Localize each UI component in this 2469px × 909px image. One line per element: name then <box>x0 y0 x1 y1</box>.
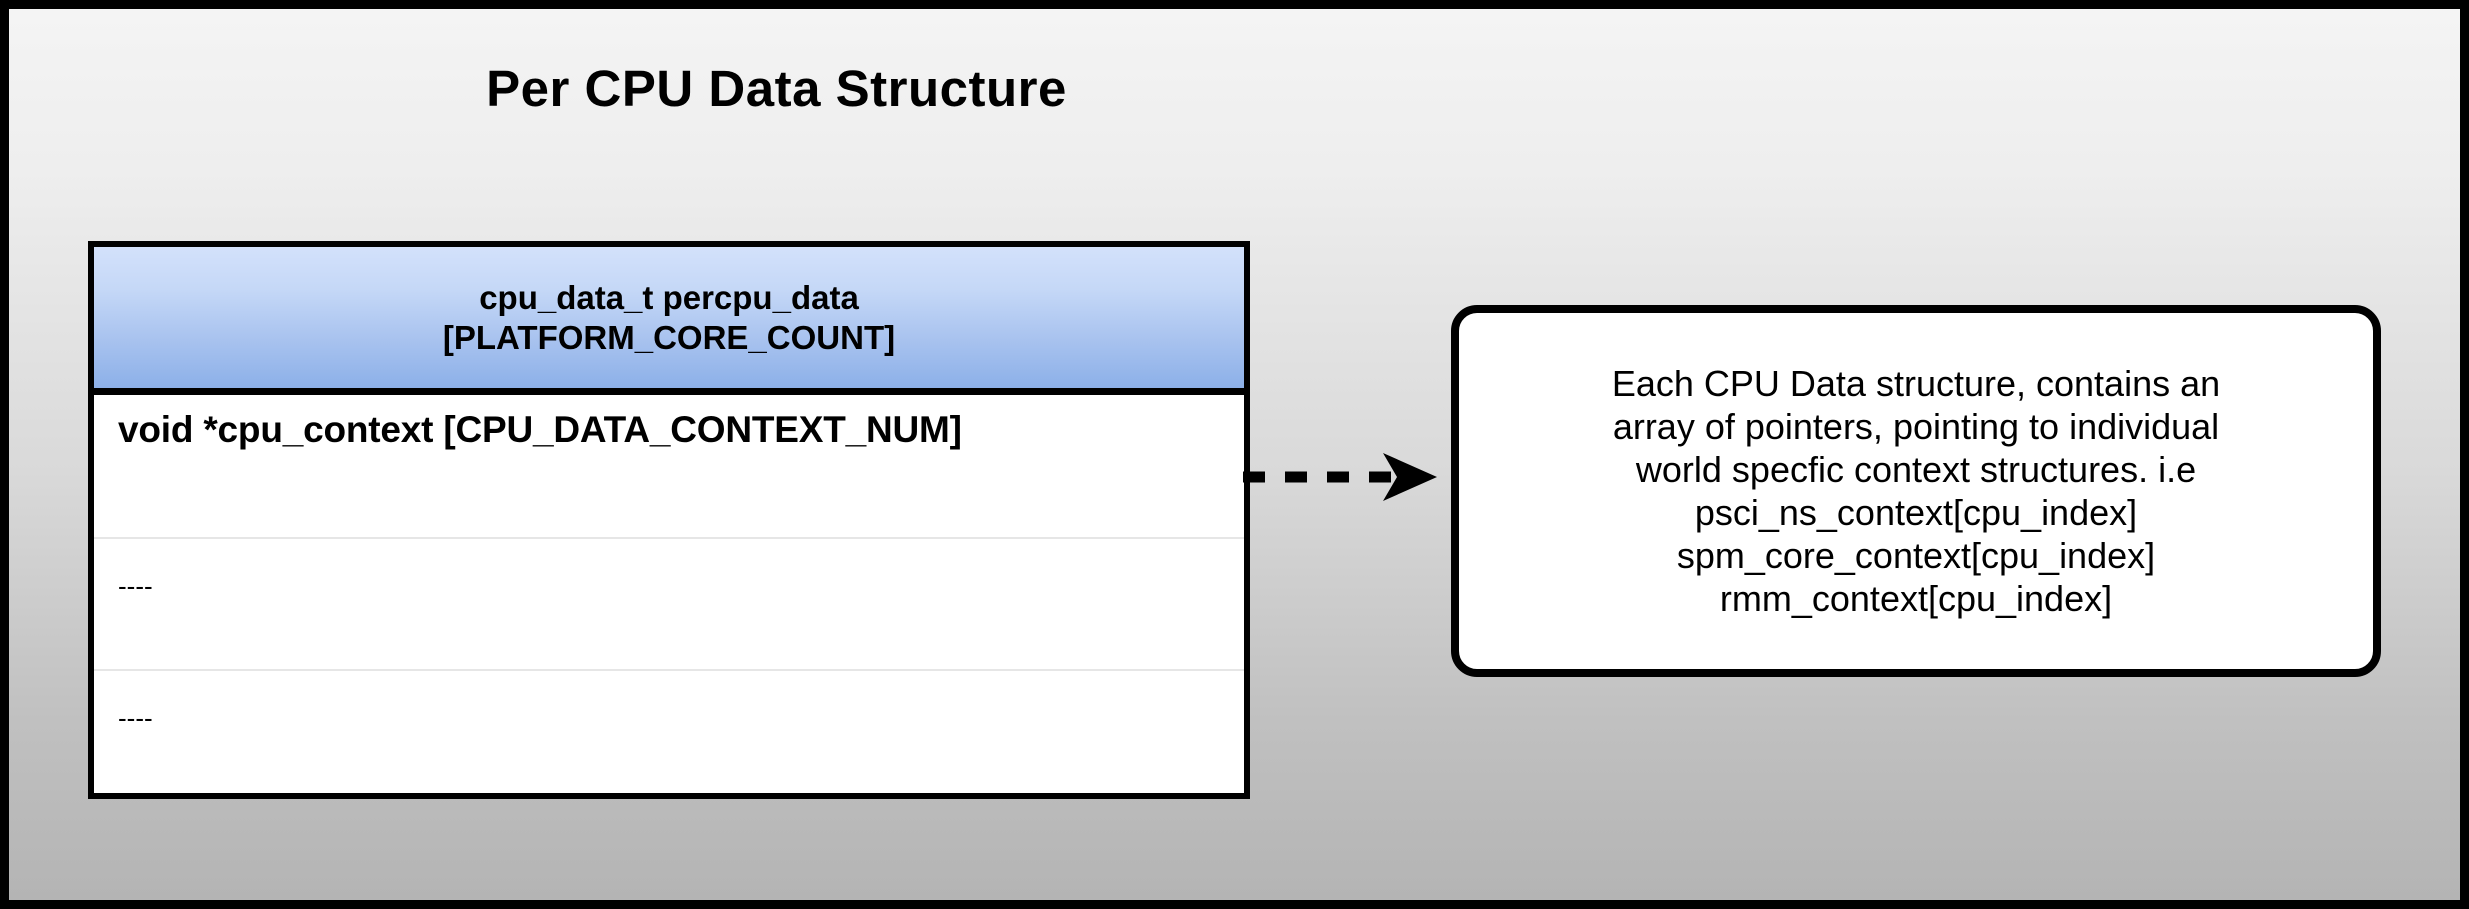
callout-line: rmm_context[cpu_index] <box>1719 578 2113 619</box>
struct-header-line-1: cpu_data_t percpu_data <box>479 278 859 316</box>
callout-line: spm_core_context[cpu_index] <box>1676 535 2156 576</box>
callout-line: Each CPU Data structure, contains an <box>1611 363 2221 404</box>
table-row-label: void *cpu_context [CPU_DATA_CONTEXT_NUM] <box>118 409 962 450</box>
struct-table: cpu_data_t percpu_data [PLATFORM_CORE_CO… <box>88 241 1250 799</box>
table-row-label: ---- <box>118 703 153 733</box>
callout-note: Each CPU Data structure, contains an arr… <box>1451 305 2381 677</box>
struct-table-header: cpu_data_t percpu_data [PLATFORM_CORE_CO… <box>94 247 1244 395</box>
table-row: ---- <box>94 669 1244 801</box>
table-row-label: ---- <box>118 571 153 601</box>
page-title: Per CPU Data Structure <box>486 60 1067 117</box>
callout-line: world specfic context structures. i.e <box>1635 449 2197 490</box>
table-row: ---- <box>94 537 1244 669</box>
table-row: void *cpu_context [CPU_DATA_CONTEXT_NUM] <box>94 395 1244 537</box>
callout-line: psci_ns_context[cpu_index] <box>1694 492 2138 533</box>
callout-line: array of pointers, pointing to individua… <box>1612 406 2220 447</box>
struct-header-line-2: [PLATFORM_CORE_COUNT] <box>442 318 896 356</box>
dashed-arrow-icon <box>1243 453 1437 501</box>
